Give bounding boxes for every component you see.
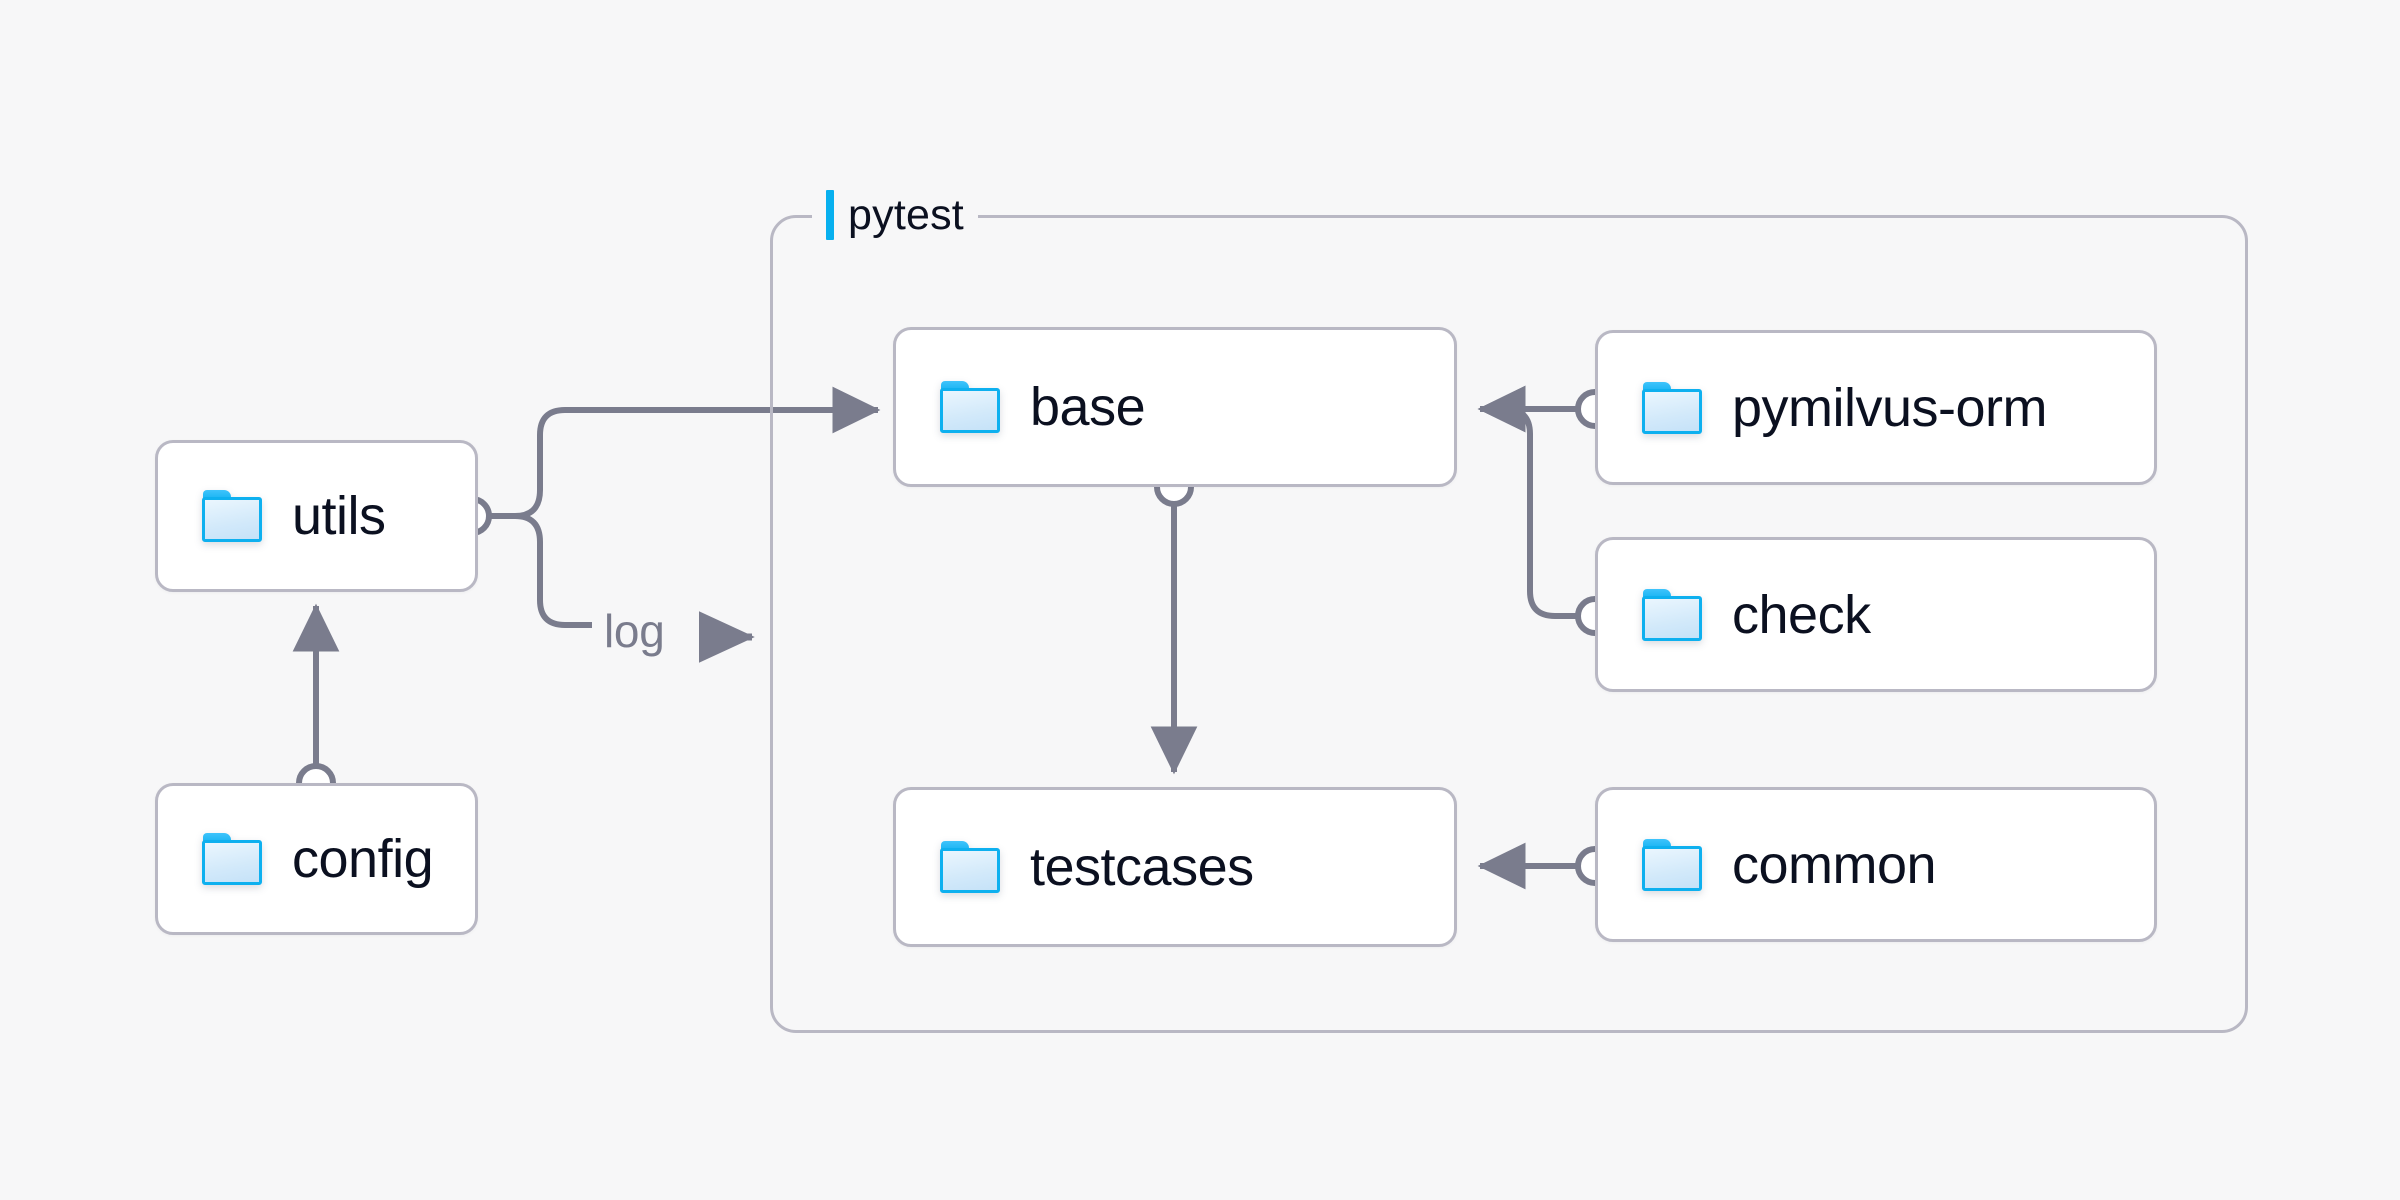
- group-container-pytest[interactable]: [770, 215, 2248, 1033]
- node-label-config: config: [292, 829, 434, 889]
- node-base[interactable]: base: [893, 327, 1457, 487]
- edge-label-log: log: [604, 605, 665, 657]
- group-title: pytest: [848, 190, 964, 239]
- node-label-check: check: [1732, 584, 1871, 645]
- edge-config-to-utils: [292, 603, 340, 803]
- node-config[interactable]: config: [155, 783, 478, 935]
- folder-icon: [1642, 381, 1702, 434]
- node-check[interactable]: check: [1595, 537, 2157, 692]
- node-label-utils: utils: [292, 486, 386, 546]
- node-label-pymilvus-orm: pymilvus-orm: [1732, 377, 2048, 438]
- folder-icon: [202, 490, 262, 542]
- folder-icon: [1642, 838, 1702, 891]
- node-common[interactable]: common: [1595, 787, 2157, 942]
- group-accent-bar: [826, 190, 834, 240]
- node-pymilvus-orm[interactable]: pymilvus-orm: [1595, 330, 2157, 485]
- folder-icon: [1642, 588, 1702, 641]
- node-label-testcases: testcases: [1030, 837, 1254, 897]
- folder-icon: [940, 381, 1000, 433]
- node-utils[interactable]: utils: [155, 440, 478, 592]
- node-label-base: base: [1030, 377, 1146, 437]
- folder-icon: [202, 833, 262, 885]
- group-label-pytest: pytest: [812, 188, 978, 242]
- node-label-common: common: [1732, 834, 1937, 895]
- node-testcases[interactable]: testcases: [893, 787, 1457, 947]
- edge-utils-log: [514, 513, 592, 628]
- folder-icon: [940, 841, 1000, 893]
